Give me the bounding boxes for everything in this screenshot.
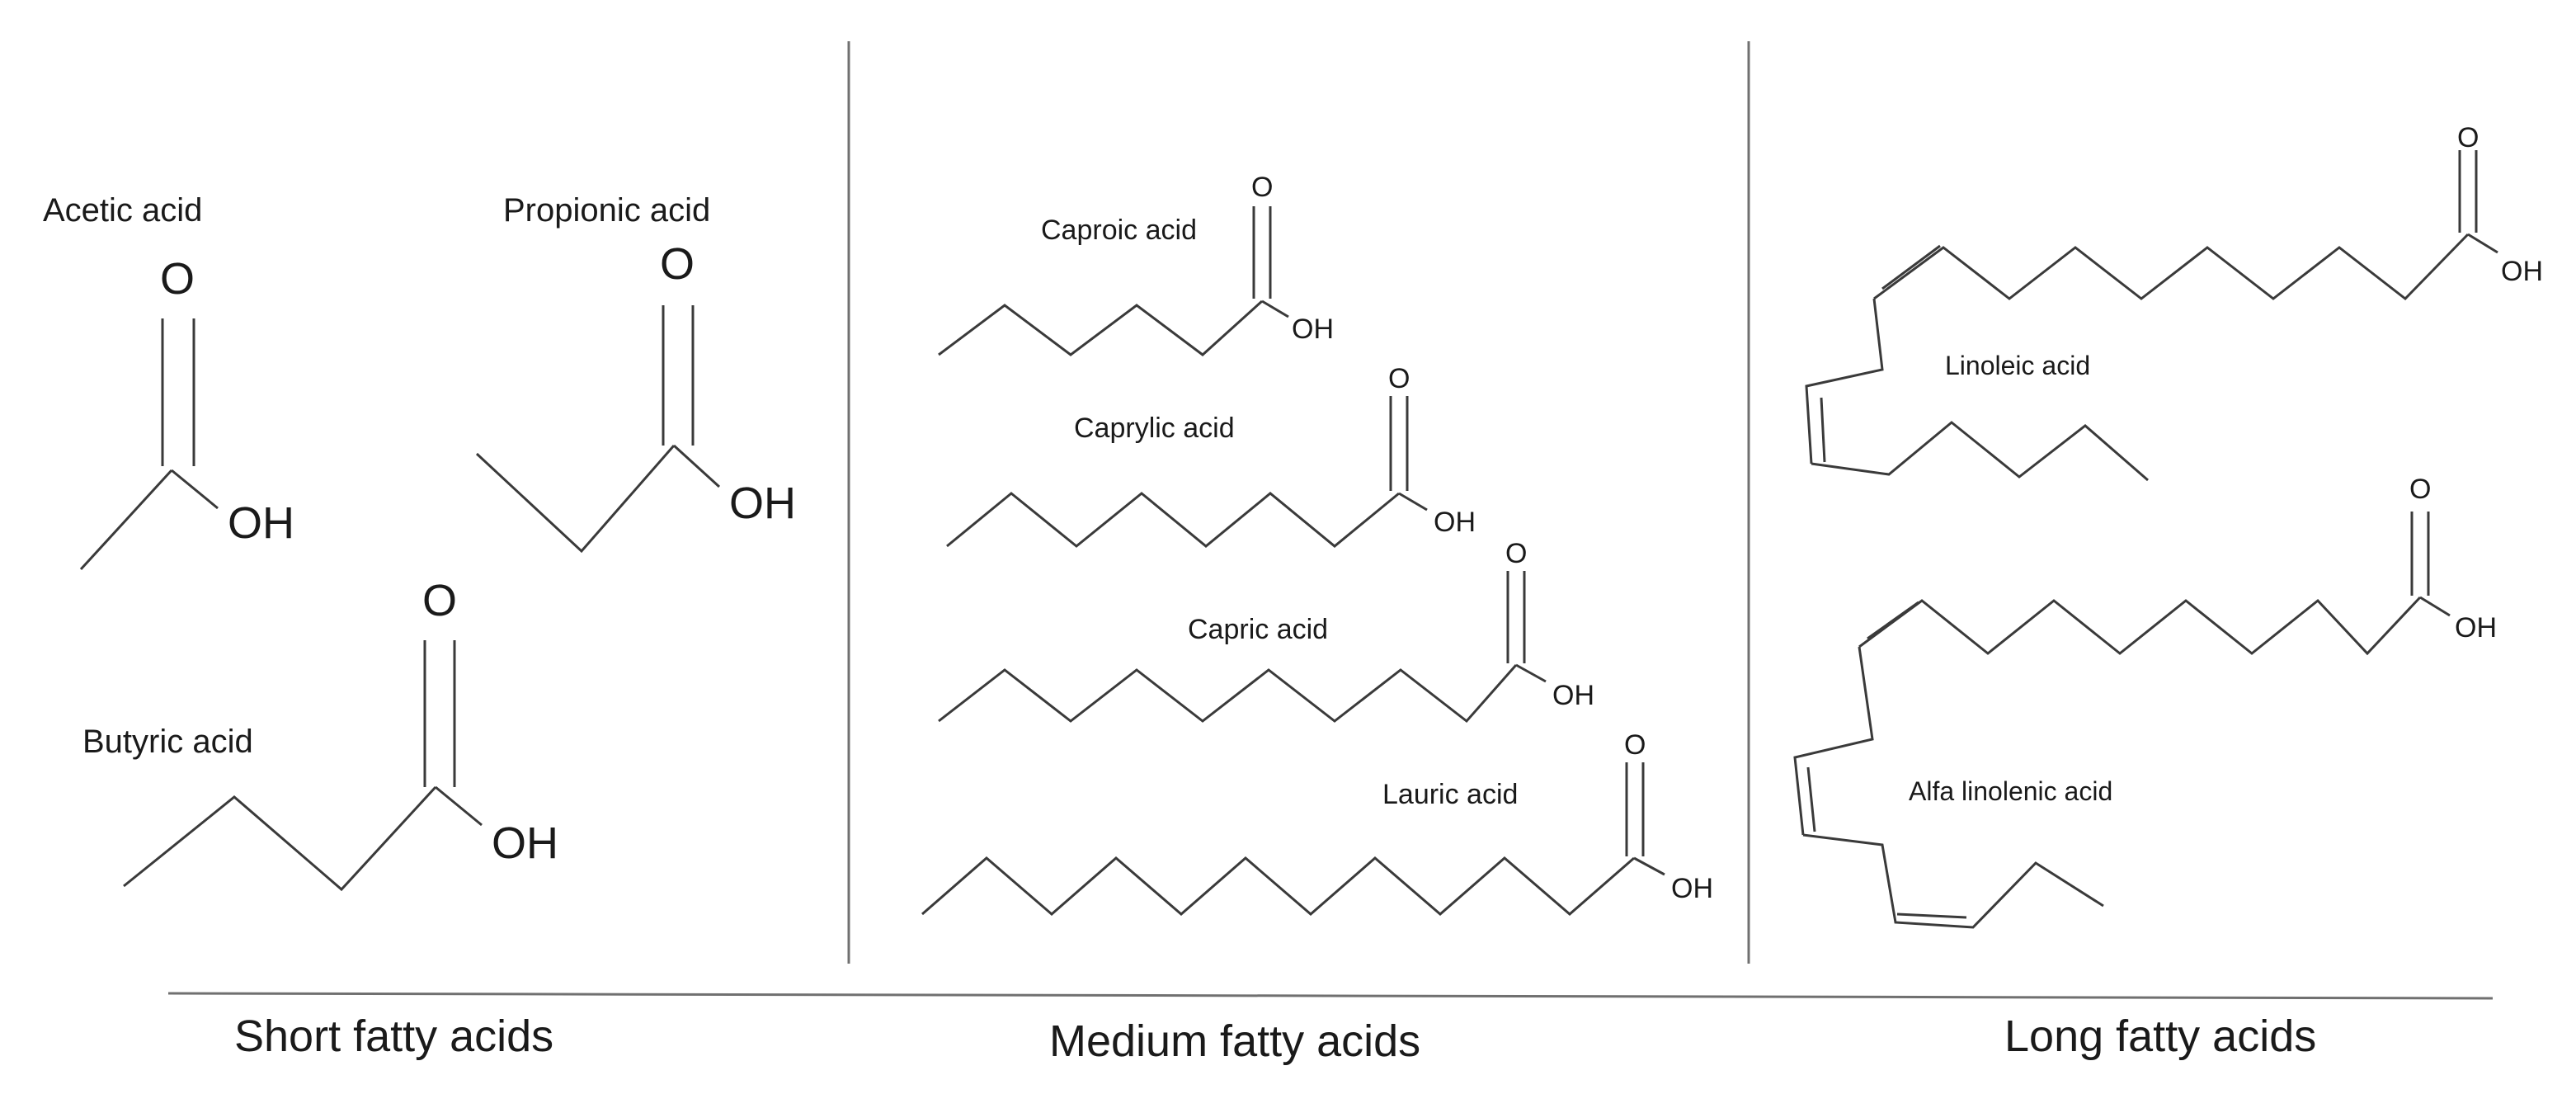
capric-acid-chain	[938, 664, 1518, 724]
linoleic-acid-double-bond-2	[1820, 397, 1826, 463]
molecule-caprylic-acid: Caprylic acid O OH	[946, 363, 1476, 548]
group-label-short: Short fatty acids	[234, 1011, 553, 1061]
molecule-linoleic-acid: Linoleic acid O OH	[1805, 122, 2543, 482]
molecule-caproic-acid: Caproic acid O OH	[938, 172, 1334, 356]
lauric-acid-hydroxyl-bond	[1633, 856, 1665, 876]
molecule-alfa-linolenic-acid: Alfa linolenic acid O OH	[1793, 474, 2497, 929]
caproic-acid-oxygen: O	[1251, 172, 1273, 203]
capric-acid-hydroxyl: OH	[1552, 680, 1594, 711]
capric-acid-hydroxyl-bond	[1515, 663, 1547, 683]
alfa-linolenic-acid-hydroxyl: OH	[2455, 612, 2497, 644]
acetic-acid-chain	[79, 469, 173, 571]
acetic-acid-oxygen: O	[160, 254, 195, 304]
alfa-linolenic-acid-label: Alfa linolenic acid	[1909, 776, 2112, 806]
butyric-acid-hydroxyl-bond	[435, 785, 483, 827]
alfa-linolenic-acid-chain-upper	[1858, 596, 2422, 656]
butyric-acid-chain	[123, 785, 437, 892]
molecule-propionic-acid: Propionic acid O OH	[475, 192, 796, 554]
alfa-linolenic-acid-hydroxyl-bond	[2419, 596, 2451, 617]
propionic-acid-hydroxyl-bond	[672, 444, 721, 488]
lauric-acid-chain	[921, 856, 1635, 916]
linoleic-acid-oxygen: O	[2457, 122, 2479, 153]
linoleic-acid-label: Linoleic acid	[1945, 351, 2090, 380]
alfa-linolenic-acid-double-bond-2	[1806, 766, 1816, 832]
caprylic-acid-hydroxyl-bond	[1398, 492, 1428, 512]
alfa-linolenic-acid-chain-middle	[1793, 646, 1874, 836]
caprylic-acid-label: Caprylic acid	[1074, 413, 1235, 444]
caprylic-acid-hydroxyl: OH	[1434, 507, 1476, 538]
alfa-linolenic-acid-oxygen: O	[2409, 474, 2431, 505]
group-label-medium: Medium fatty acids	[1049, 1016, 1420, 1066]
butyric-acid-oxygen: O	[422, 576, 457, 625]
molecule-butyric-acid: Butyric acid O OH	[82, 576, 558, 892]
butyric-acid-label: Butyric acid	[82, 724, 253, 760]
lauric-acid-oxygen: O	[1624, 729, 1646, 761]
molecule-capric-acid: Capric acid O OH	[938, 538, 1594, 724]
caproic-acid-label: Caproic acid	[1041, 215, 1197, 246]
linoleic-acid-chain-middle	[1805, 298, 1884, 464]
group-label-long: Long fatty acids	[2004, 1011, 2316, 1061]
acetic-acid-label: Acetic acid	[43, 192, 202, 229]
caproic-acid-hydroxyl: OH	[1292, 314, 1334, 345]
baseline-rule	[167, 992, 2494, 1000]
linoleic-acid-double-bond-1	[1881, 244, 1941, 290]
caproic-acid-chain	[938, 299, 1264, 356]
alfa-linolenic-acid-double-bond-3	[1896, 912, 1967, 919]
propionic-acid-oxygen: O	[660, 239, 695, 289]
capric-acid-label: Capric acid	[1188, 614, 1328, 645]
propionic-acid-chain	[475, 445, 676, 554]
caproic-acid-hydroxyl-bond	[1261, 299, 1289, 318]
propionic-acid-hydroxyl: OH	[729, 479, 796, 528]
linoleic-acid-chain-tail	[1811, 421, 2149, 482]
acetic-acid-hydroxyl-bond	[171, 469, 219, 510]
butyric-acid-hydroxyl: OH	[492, 818, 558, 868]
linoleic-acid-hydroxyl: OH	[2501, 256, 2543, 287]
linoleic-acid-chain-upper	[1873, 233, 2470, 301]
linoleic-acid-hydroxyl-bond	[2467, 233, 2498, 254]
lauric-acid-hydroxyl: OH	[1671, 873, 1713, 904]
propionic-acid-label: Propionic acid	[503, 192, 710, 229]
molecule-acetic-acid: Acetic acid O OH	[43, 192, 294, 571]
acetic-acid-hydroxyl: OH	[228, 498, 294, 548]
molecule-lauric-acid: Lauric acid O OH	[921, 729, 1713, 916]
capric-acid-oxygen: O	[1505, 538, 1527, 569]
caprylic-acid-oxygen: O	[1388, 363, 1410, 394]
alfa-linolenic-acid-double-bond-1	[1867, 601, 1919, 640]
lauric-acid-label: Lauric acid	[1382, 779, 1518, 810]
alfa-linolenic-acid-chain-tail	[1802, 833, 2104, 929]
caprylic-acid-chain	[946, 492, 1400, 548]
